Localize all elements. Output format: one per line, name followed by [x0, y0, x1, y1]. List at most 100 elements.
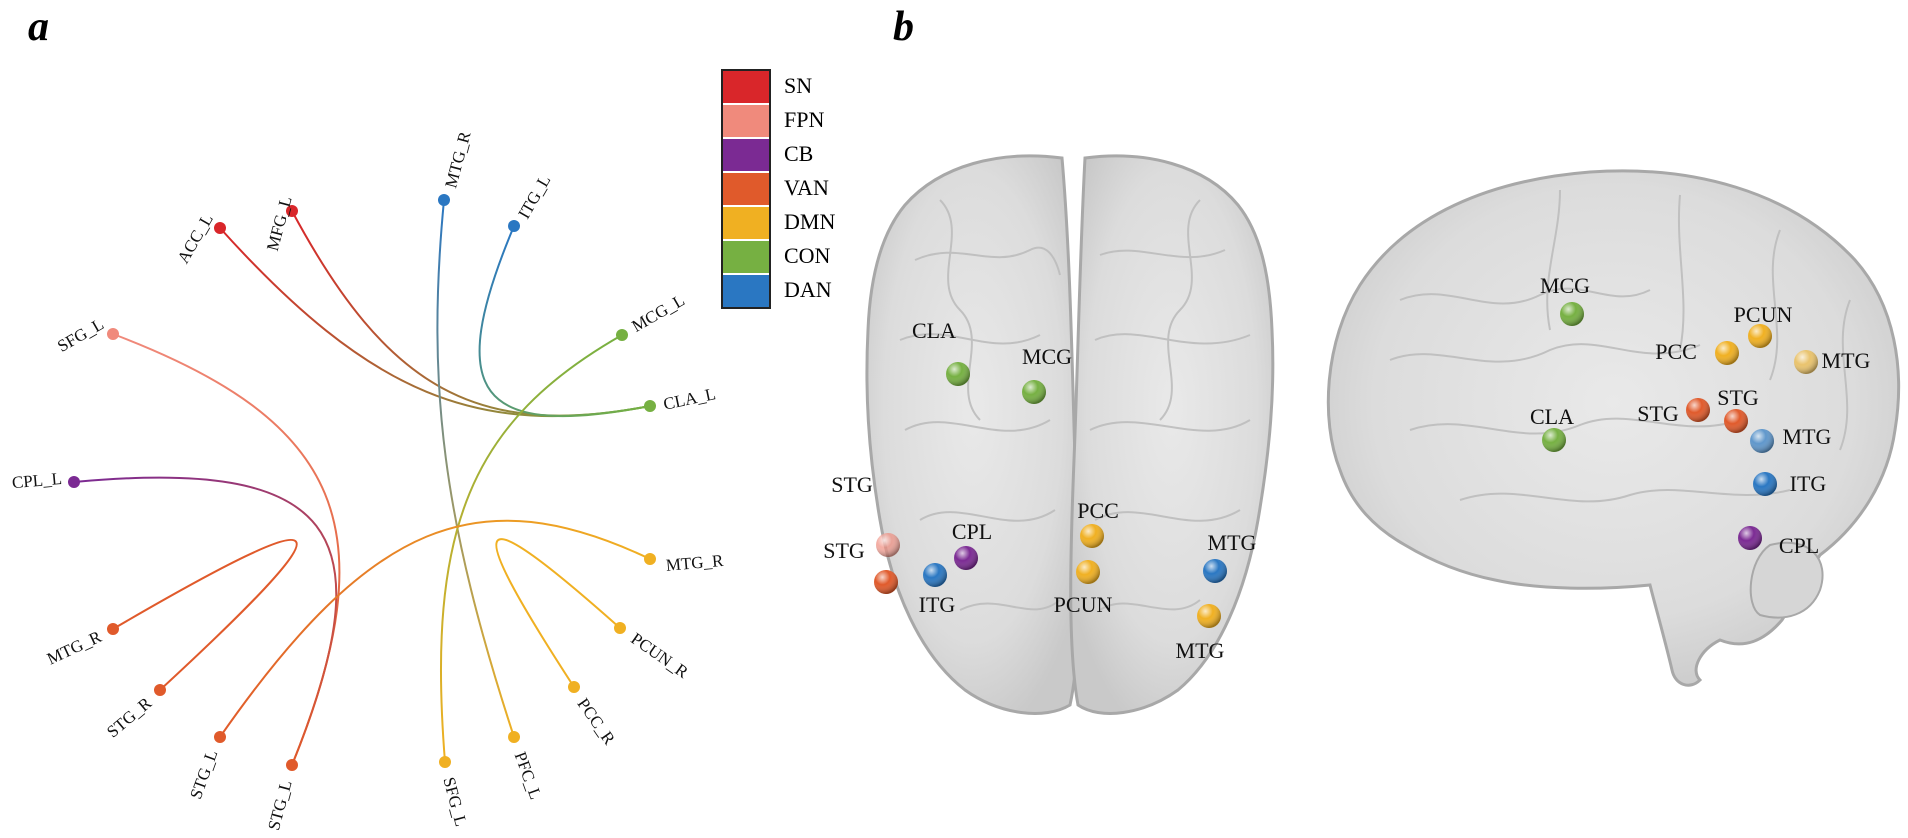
axial-nodes-ball-shade-1 [1022, 380, 1046, 404]
sagittal-nodes-ball-shade-8 [1753, 472, 1777, 496]
panel-label-b: b [893, 4, 914, 50]
legend-swatch-CON [723, 241, 769, 273]
cerebellum-shape [1749, 541, 1824, 619]
panel-label-a: a [28, 4, 49, 50]
node-label-STG_L_b2: STG_L [264, 778, 296, 832]
node-PCUN_R [614, 622, 626, 634]
axial-nodes-label-8: MTG [1208, 530, 1257, 555]
node-MTG_R_right [644, 553, 656, 565]
right-hemisphere-shape [1069, 154, 1275, 715]
sagittal-nodes-ball-shade-2 [1715, 341, 1739, 365]
node-label-SFG_L_top: SFG_L [54, 314, 107, 355]
axial-nodes-ball-shade-0 [946, 362, 970, 386]
axial-nodes-label-3: STG [823, 538, 865, 563]
node-MFG_L [286, 205, 298, 217]
node-ITG_L [508, 220, 520, 232]
node-STG_L_b2 [286, 759, 298, 771]
sagittal-nodes-label-8: ITG [1790, 471, 1827, 496]
axial-nodes-label-4: CPL [952, 519, 992, 544]
edge-MFG_L-CLA_L [291, 210, 651, 417]
sagittal-nodes-label-3: MTG [1822, 348, 1871, 373]
node-SFG_L_bottom [439, 756, 451, 768]
sagittal-nodes-label-4: STG [1637, 401, 1679, 426]
axial-nodes-label-0: CLA [912, 318, 956, 343]
edge-PCUN_R-PCC_R [495, 538, 621, 688]
left-hemisphere-shape [865, 154, 1081, 715]
node-label-MCG_L: MCG_L [628, 291, 687, 336]
edge-MTG_R_top-PFC_L [436, 199, 515, 738]
node-label-PCC_R: PCC_R [574, 695, 620, 749]
sagittal-nodes-label-6: CLA [1530, 404, 1574, 429]
sagittal-nodes-label-9: CPL [1779, 533, 1819, 558]
sagittal-nodes-label-7: MTG [1783, 424, 1832, 449]
sagittal-nodes-ball-shade-3 [1794, 350, 1818, 374]
sagittal-nodes-ball-shade-0 [1560, 302, 1584, 326]
node-STG_R [154, 684, 166, 696]
sagittal-nodes-label-0: MCG [1540, 273, 1590, 298]
legend-label-VAN: VAN [784, 175, 829, 200]
legend-frame [721, 69, 771, 309]
edge-MTG_R_left-STG_R [112, 539, 298, 691]
node-CPL_L [68, 476, 80, 488]
node-label-MFG_L: MFG_L [263, 194, 296, 253]
legend-swatch-VAN [723, 173, 769, 205]
edge-MTG_R_right-STG_L_b1 [219, 519, 651, 738]
connectogram-edges [73, 199, 651, 766]
node-label-SFG_L_bottom: SFG_L [439, 775, 470, 828]
sagittal-nodes-ball-shade-1 [1748, 324, 1772, 348]
sagittal-nodes-ball-shade-6 [1542, 428, 1566, 452]
sagittal-nodes-label-5: STG [1717, 385, 1759, 410]
legend-swatch-DMN [723, 207, 769, 239]
node-ACC_L [214, 222, 226, 234]
axial-nodes-label-9: MTG [1176, 638, 1225, 663]
legend-swatch-FPN [723, 105, 769, 137]
legend-label-DAN: DAN [784, 277, 832, 302]
node-label-ITG_L: ITG_L [514, 172, 554, 222]
sagittal-nodes-label-1: PCUN [1734, 302, 1793, 327]
legend-swatch-SN [723, 71, 769, 103]
legend-swatch-CB [723, 139, 769, 171]
sagittal-nodes-ball-shade-9 [1738, 526, 1762, 550]
node-PFC_L [508, 731, 520, 743]
axial-nodes-ball-shade-8 [1203, 559, 1227, 583]
node-label-CLA_L: CLA_L [662, 384, 718, 414]
node-MTG_R_top [438, 194, 450, 206]
axial-nodes-label-6: PCC [1077, 498, 1119, 523]
node-label-CPL_L: CPL_L [11, 469, 63, 492]
sagittal-nodes-label-2: PCC [1655, 339, 1697, 364]
axial-nodes-ball-shade-9 [1197, 604, 1221, 628]
node-label-PCUN_R: PCUN_R [627, 629, 692, 682]
axial-nodes-ball-shade-4 [954, 546, 978, 570]
node-label-STG_R: STG_R [103, 693, 156, 741]
node-STG_L_b1 [214, 731, 226, 743]
node-label-STG_L_b1: STG_L [186, 747, 221, 801]
sagittal-nodes-ball-shade-4 [1686, 398, 1710, 422]
legend-swatch-DAN [723, 275, 769, 307]
node-label-MTG_R_right: MTG_R [665, 551, 725, 575]
edge-ACC_L-CLA_L [219, 227, 651, 418]
node-MCG_L [616, 329, 628, 341]
axial-nodes-label-5: ITG [919, 592, 956, 617]
legend-label-DMN: DMN [784, 209, 835, 234]
axial-nodes-ball-shade-3 [874, 570, 898, 594]
node-PCC_R [568, 681, 580, 693]
axial-nodes-label-7: PCUN [1054, 592, 1113, 617]
axial-nodes-ball-shade-5 [923, 563, 947, 587]
sagittal-nodes-ball-shade-7 [1750, 429, 1774, 453]
legend-label-SN: SN [784, 73, 812, 98]
node-CLA_L [644, 400, 656, 412]
sagittal-nodes: MCG PCUN PCC MTG STG STG CLA MTG ITG CPL [1530, 273, 1871, 558]
brain-sagittal-view: MCG PCUN PCC MTG STG STG CLA MTG ITG CPL [1326, 169, 1901, 687]
node-label-PFC_L: PFC_L [511, 749, 546, 802]
node-label-MTG_R_left: MTG_R [44, 627, 105, 669]
sagittal-nodes-ball-shade-5 [1724, 409, 1748, 433]
legend-label-CON: CON [784, 243, 831, 268]
node-MTG_R_left [107, 623, 119, 635]
node-SFG_L_top [107, 328, 119, 340]
